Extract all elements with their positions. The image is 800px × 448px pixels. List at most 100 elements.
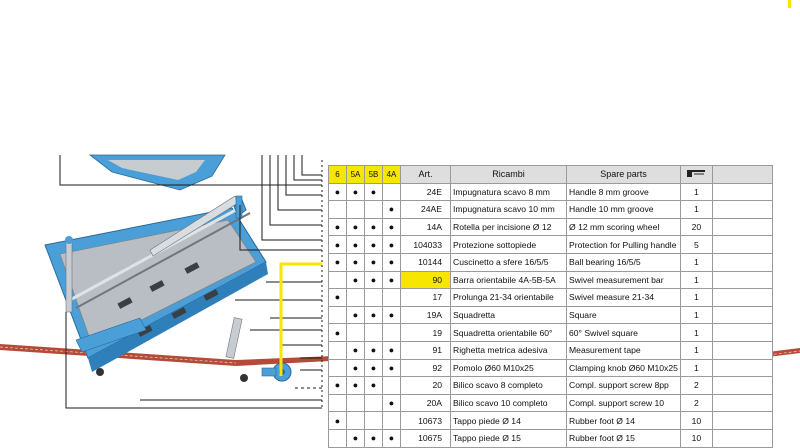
spare-parts-cell: Handle 8 mm groove xyxy=(566,182,681,202)
art-number-cell: 10144 xyxy=(400,252,451,272)
model-availability-dot: ● xyxy=(382,235,401,254)
spare-parts-cell: Swivel measure 21-34 xyxy=(566,288,681,307)
spare-parts-cell: Clamping knob Ø60 M10x25 xyxy=(566,358,681,378)
blank-header xyxy=(711,165,773,184)
model-availability-dot xyxy=(382,323,401,342)
ricambi-cell: Rotella per incisione Ø 12 xyxy=(450,217,567,237)
quantity-cell: 10 xyxy=(679,428,713,448)
model-availability-dot: ● xyxy=(346,428,365,448)
blank-cell xyxy=(711,411,773,430)
model-availability-dot: ● xyxy=(364,305,383,325)
ricambi-cell: Prolunga 21-34 orientabile xyxy=(450,288,567,307)
art-number-cell: 20 xyxy=(400,376,451,395)
quantity-cell: 5 xyxy=(679,235,713,254)
tool-icon xyxy=(687,169,706,177)
model-availability-dot xyxy=(346,411,365,430)
model-availability-dot: ● xyxy=(346,340,365,360)
model-availability-dot: ● xyxy=(382,200,401,219)
spare-parts-cell: Compl. support screw 8pp xyxy=(566,376,681,395)
model-availability-dot: ● xyxy=(328,376,347,395)
model-availability-dot xyxy=(364,393,383,413)
spare-parts-table: 6 5A 5B 4A Art. Ricambi Spare parts ●●●2… xyxy=(328,165,773,448)
art-number-cell: 19 xyxy=(400,323,451,342)
ricambi-cell: Squadretta xyxy=(450,305,567,325)
model-availability-dot: ● xyxy=(346,376,365,395)
model-availability-dot: ● xyxy=(364,235,383,254)
model-header-4a: 4A xyxy=(382,165,401,184)
ricambi-cell: Barra orientabile 4A-5B-5A xyxy=(450,270,567,290)
model-availability-dot: ● xyxy=(346,217,365,237)
art-number-cell: 10673 xyxy=(400,411,451,430)
highlight-leader xyxy=(279,262,322,376)
spare-parts-cell: Ø 12 mm scoring wheel xyxy=(566,217,681,237)
ricambi-cell: Cuscinetto a sfere 16/5/5 xyxy=(450,252,567,272)
model-availability-dot: ● xyxy=(364,340,383,360)
art-number-cell: 91 xyxy=(400,340,451,360)
quantity-cell: 1 xyxy=(679,288,713,307)
model-availability-dot: ● xyxy=(382,428,401,448)
blank-cell xyxy=(711,252,773,272)
blank-cell xyxy=(711,217,773,237)
model-availability-dot: ● xyxy=(382,270,401,290)
model-availability-dot: ● xyxy=(382,252,401,272)
blank-cell xyxy=(711,288,773,307)
leader-lines xyxy=(59,155,322,409)
model-availability-dot xyxy=(346,393,365,413)
blank-cell xyxy=(711,182,773,202)
ricambi-cell: Bilico scavo 10 completo xyxy=(450,393,567,413)
quantity-cell: 10 xyxy=(679,411,713,430)
spare-parts-cell: Rubber foot Ø 15 xyxy=(566,428,681,448)
model-availability-dot xyxy=(328,340,347,360)
ricambi-header: Ricambi xyxy=(450,165,567,184)
art-number-cell: 92 xyxy=(400,358,451,378)
model-availability-dot xyxy=(382,288,401,307)
model-availability-dot: ● xyxy=(346,235,365,254)
corner-mark xyxy=(788,0,791,8)
blank-cell xyxy=(711,235,773,254)
blank-cell xyxy=(711,358,773,378)
model-availability-dot xyxy=(364,200,383,219)
model-availability-dot: ● xyxy=(328,235,347,254)
model-availability-dot xyxy=(346,288,365,307)
model-availability-dot xyxy=(382,376,401,395)
qty-header xyxy=(679,165,713,184)
model-availability-dot: ● xyxy=(364,376,383,395)
model-availability-dot: ● xyxy=(346,270,365,290)
model-availability-dot: ● xyxy=(328,217,347,237)
model-availability-dot xyxy=(364,323,383,342)
spare-parts-cell: Swivel measurement bar xyxy=(566,270,681,290)
model-availability-dot xyxy=(364,411,383,430)
model-header-6: 6 xyxy=(328,165,347,184)
quantity-cell: 1 xyxy=(679,270,713,290)
ricambi-cell: Bilico scavo 8 completo xyxy=(450,376,567,395)
art-header: Art. xyxy=(400,165,451,184)
model-availability-dot: ● xyxy=(346,358,365,378)
blank-cell xyxy=(711,305,773,325)
model-availability-dot: ● xyxy=(382,305,401,325)
quantity-cell: 2 xyxy=(679,376,713,395)
model-availability-dot: ● xyxy=(364,217,383,237)
quantity-cell: 1 xyxy=(679,305,713,325)
tile-cutter-machine xyxy=(44,154,292,382)
model-availability-dot: ● xyxy=(346,182,365,202)
quantity-cell: 2 xyxy=(679,393,713,413)
model-availability-dot xyxy=(328,358,347,378)
ricambi-cell: Impugnatura scavo 10 mm xyxy=(450,200,567,219)
model-availability-dot: ● xyxy=(328,252,347,272)
art-number-cell: 17 xyxy=(400,288,451,307)
spare-parts-cell: Handle 10 mm groove xyxy=(566,200,681,219)
model-availability-dot xyxy=(328,200,347,219)
spare-parts-cell: Compl. support screw 10 xyxy=(566,393,681,413)
